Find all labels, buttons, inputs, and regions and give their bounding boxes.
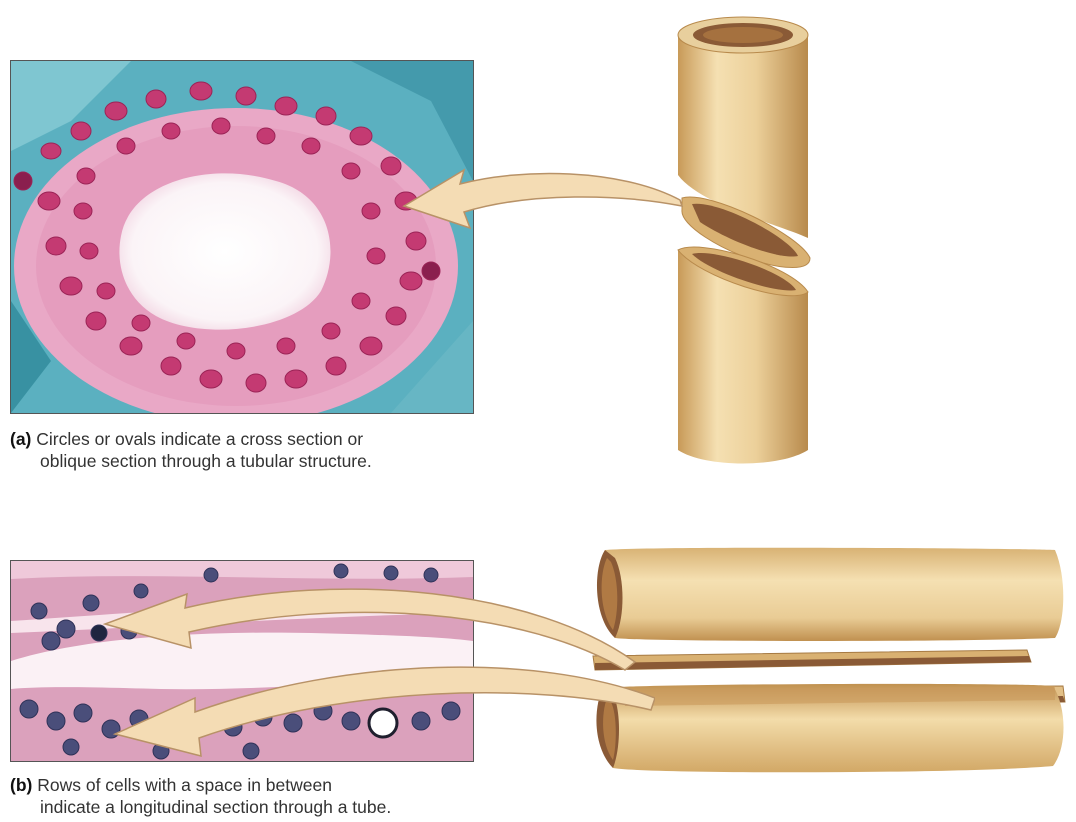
arrows-longitudinal-section — [95, 570, 655, 760]
caption-b: (b) Rows of cells with a space in betwee… — [10, 774, 391, 818]
tube-longitudinal-cut-illustration — [585, 538, 1075, 778]
caption-b-line1: Rows of cells with a space in between — [37, 775, 332, 795]
caption-b-line2: indicate a longitudinal section through … — [10, 796, 391, 818]
caption-b-letter: (b) — [10, 775, 32, 795]
arrow-upper-row — [105, 589, 635, 670]
arrow-lower-row — [115, 667, 655, 756]
